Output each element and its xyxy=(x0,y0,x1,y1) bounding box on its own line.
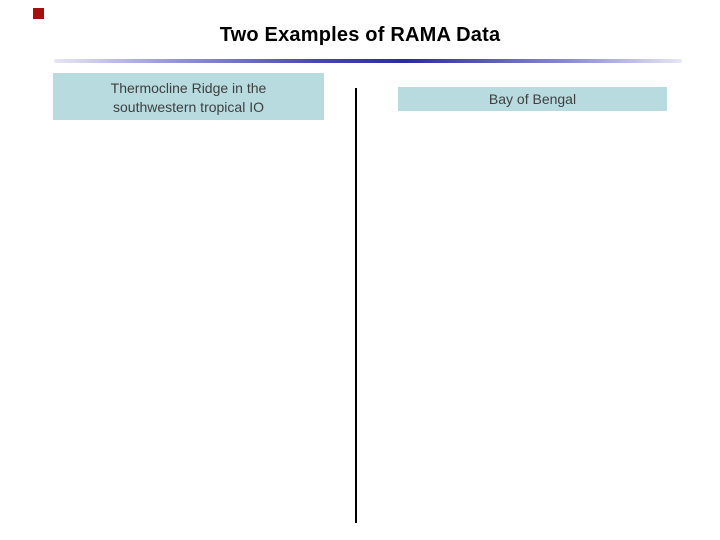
right-topic-text: Bay of Bengal xyxy=(488,90,577,107)
title-divider-rule xyxy=(54,59,682,63)
left-topic-text-line2: southwestern tropical IO xyxy=(113,99,264,115)
slide-title: Two Examples of RAMA Data xyxy=(219,24,501,46)
vertical-divider-line xyxy=(355,88,357,523)
right-topic-box: Bay of Bengal xyxy=(398,87,667,111)
red-marker-square xyxy=(33,8,44,19)
left-topic-text-line1: Thermocline Ridge in the xyxy=(110,80,267,96)
left-topic-box: Thermocline Ridge in the southwestern tr… xyxy=(53,73,324,120)
